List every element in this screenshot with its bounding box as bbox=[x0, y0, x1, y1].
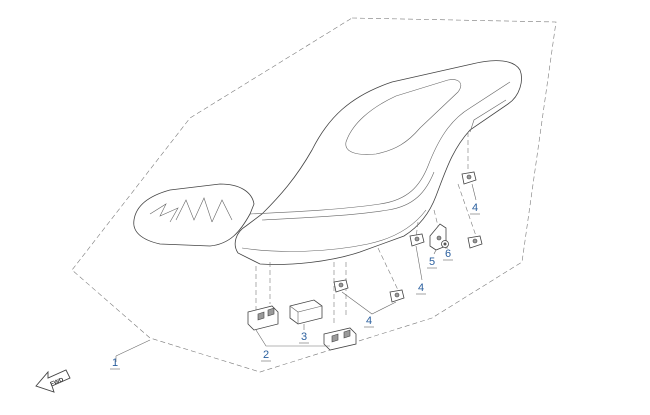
leader-4c bbox=[471, 183, 477, 201]
callout-5: 5 bbox=[429, 256, 435, 268]
leader-5 bbox=[433, 249, 437, 255]
seat-assembly bbox=[234, 60, 522, 265]
buffer-clip bbox=[247, 305, 279, 331]
assembly-boundary bbox=[71, 17, 557, 373]
callout-4: 4 bbox=[366, 315, 372, 327]
grommet bbox=[333, 279, 349, 293]
mount-line bbox=[415, 221, 419, 239]
fwd-label: FWD bbox=[50, 377, 66, 388]
buffer-clip bbox=[323, 327, 357, 351]
nut bbox=[441, 240, 449, 248]
fwd-arrow-icon: FWD bbox=[35, 369, 71, 393]
mount-line bbox=[377, 247, 399, 291]
tank-pad bbox=[133, 183, 255, 247]
grommet bbox=[467, 235, 483, 249]
callout-4: 4 bbox=[418, 282, 424, 294]
leader-1 bbox=[115, 339, 151, 357]
leader-4b bbox=[415, 245, 423, 281]
callout-2: 2 bbox=[263, 349, 269, 361]
grommet bbox=[389, 289, 405, 303]
mount-line bbox=[457, 183, 477, 237]
callout-underlines bbox=[110, 213, 480, 370]
grommet bbox=[409, 233, 425, 247]
foam-block bbox=[289, 299, 323, 325]
callout-1: 1 bbox=[112, 357, 118, 369]
callout-4: 4 bbox=[472, 202, 478, 214]
leader-4a bbox=[341, 291, 397, 315]
callout-3: 3 bbox=[301, 331, 307, 343]
callout-6: 6 bbox=[445, 248, 451, 260]
leader-2 bbox=[255, 329, 330, 347]
grommet bbox=[461, 171, 477, 185]
